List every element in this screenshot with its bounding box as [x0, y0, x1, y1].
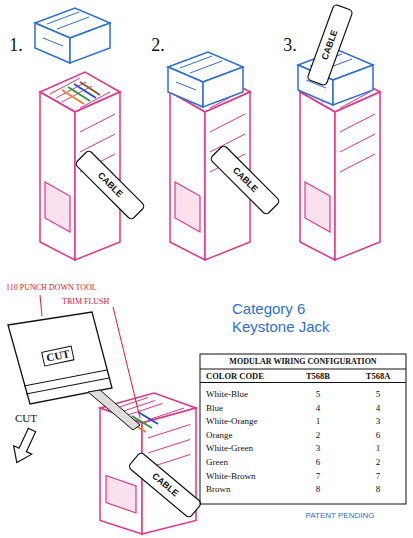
table-cell: 4	[316, 403, 321, 412]
table-cell: 6	[376, 430, 381, 439]
table-cell: 5	[316, 390, 321, 399]
cable-label: CABLE	[96, 171, 124, 199]
table-header: COLOR CODE	[206, 371, 264, 380]
table-cell: 7	[316, 471, 321, 480]
table-cell: 8	[316, 485, 321, 494]
table-cell: White-Brown	[206, 471, 256, 480]
cable-label: CABLE	[320, 29, 339, 61]
cut-label: CUT	[15, 413, 37, 424]
table-cell: 7	[376, 471, 381, 480]
table-header: T568A	[366, 371, 391, 380]
note: PATENT PENDING	[306, 512, 375, 520]
table-cell: 1	[376, 444, 381, 453]
table-heading: MODULAR WIRING CONFIGURATION	[229, 358, 376, 366]
cut-label: CUT	[41, 345, 75, 366]
table-cell: 3	[316, 444, 321, 453]
table-cell: Brown	[206, 485, 231, 494]
step-2-figure	[168, 52, 280, 260]
table-cell: Green	[206, 458, 228, 467]
callout-text: 110 PUNCH DOWN TOOL	[6, 284, 97, 292]
wiring-table	[200, 354, 406, 504]
punch-down-figure	[8, 295, 202, 534]
table-cell: 3	[376, 417, 381, 426]
table-cell: White-Blue	[206, 390, 248, 399]
step-number: 2.	[151, 36, 165, 54]
cable-label: CABLE	[150, 472, 180, 499]
step-3-figure	[298, 4, 380, 260]
table-cell: Blue	[206, 403, 223, 412]
table-cell: 1	[316, 417, 321, 426]
table-header: T568B	[306, 371, 330, 380]
table-cell: 4	[376, 403, 381, 412]
table-cell: White-Green	[206, 444, 253, 453]
table-cell: Orange	[206, 430, 233, 439]
table-cell: 6	[316, 458, 321, 467]
table-cell: White-Orange	[206, 417, 257, 426]
table-cell: 2	[376, 458, 381, 467]
step-1-figure	[35, 8, 145, 260]
table-cell: 2	[316, 430, 321, 439]
step-number: 3.	[283, 36, 297, 54]
table-cell: 5	[376, 390, 381, 399]
callout-text: TRIM FLUSH	[62, 298, 109, 306]
cable-label: CABLE	[231, 166, 259, 194]
step-number: 1.	[9, 36, 23, 54]
title: Category 6 Keystone Jack	[232, 300, 362, 336]
table-cell: 8	[376, 485, 381, 494]
